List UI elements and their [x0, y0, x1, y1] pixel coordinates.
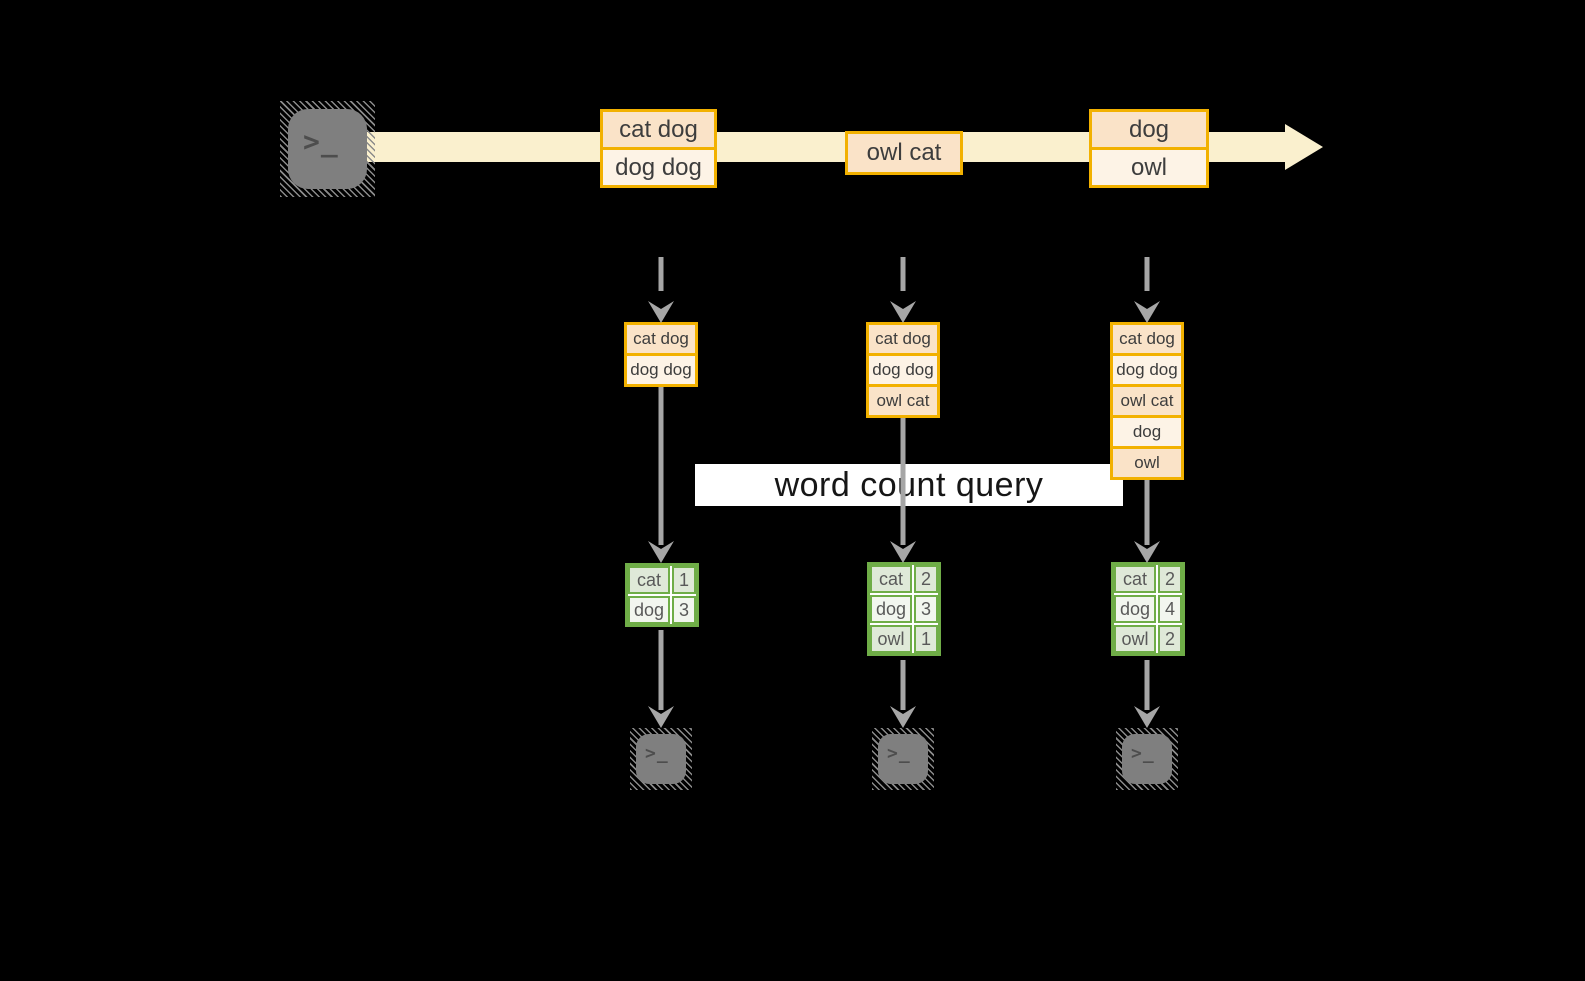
micro-batch-stack-2: cat dog dog dog owl cat: [866, 322, 940, 418]
output-arrow-1: [648, 630, 674, 728]
stream-event-box-3: dog owl: [1089, 109, 1209, 188]
word-cell: cat: [1114, 565, 1156, 593]
stream-arrowhead-icon: [1285, 124, 1323, 170]
micro-batch-stack-1: cat dog dog dog: [624, 322, 698, 387]
query-arrow-3: [1134, 480, 1160, 563]
stream-event-box-2: owl cat: [845, 131, 963, 175]
micro-batch-line: dog dog: [1113, 353, 1181, 384]
terminal-screen: >_: [636, 734, 686, 784]
stream-event-box-1: cat dog dog dog: [600, 109, 717, 188]
query-label-box: word count query: [695, 464, 1123, 506]
word-cell: dog: [870, 595, 912, 623]
word-count-table-1: cat 1 dog 3: [625, 563, 699, 627]
micro-batch-line: owl cat: [1113, 384, 1181, 415]
query-arrow-2: [890, 418, 916, 563]
prompt-glyph: >_: [887, 743, 911, 764]
microbatch-arrow-2: [890, 257, 916, 323]
microbatch-arrow-1: [648, 257, 674, 323]
count-cell: 3: [914, 595, 938, 623]
word-cell: owl: [870, 625, 912, 653]
word-cell: dog: [628, 596, 670, 624]
output-arrow-3: [1134, 660, 1160, 728]
terminal-sink-icon-1: >_: [630, 728, 692, 790]
count-cell: 1: [914, 625, 938, 653]
micro-batch-line: dog dog: [627, 353, 695, 384]
terminal-screen: >_: [1122, 734, 1172, 784]
prompt-glyph: >_: [1131, 743, 1155, 764]
stream-event-line: dog dog: [603, 147, 714, 185]
terminal-sink-icon-2: >_: [872, 728, 934, 790]
terminal-source-icon: >_: [280, 101, 375, 197]
micro-batch-line: cat dog: [1113, 325, 1181, 353]
query-label: word count query: [774, 465, 1044, 504]
word-cell: cat: [628, 566, 670, 594]
query-arrow-1: [648, 387, 674, 563]
micro-batch-line: dog dog: [869, 353, 937, 384]
word-count-table-3: cat 2 dog 4 owl 2: [1111, 562, 1185, 656]
micro-batch-stack-3: cat dog dog dog owl cat dog owl: [1110, 322, 1184, 480]
terminal-sink-icon-3: >_: [1116, 728, 1178, 790]
micro-batch-line: cat dog: [869, 325, 937, 353]
stream-event-line: cat dog: [603, 112, 714, 147]
prompt-glyph: >_: [645, 743, 669, 764]
microbatch-arrow-3: [1134, 257, 1160, 323]
micro-batch-line: owl cat: [869, 384, 937, 415]
word-cell: cat: [870, 565, 912, 593]
word-cell: dog: [1114, 595, 1156, 623]
count-cell: 2: [1158, 565, 1182, 593]
stream-event-line: dog: [1092, 112, 1206, 147]
count-cell: 2: [1158, 625, 1182, 653]
terminal-screen: >_: [288, 109, 367, 189]
output-arrow-2: [890, 660, 916, 728]
count-cell: 2: [914, 565, 938, 593]
word-cell: owl: [1114, 625, 1156, 653]
count-cell: 1: [672, 566, 696, 594]
micro-batch-line: owl: [1113, 446, 1181, 477]
stream-event-line: owl cat: [848, 134, 960, 172]
micro-batch-line: cat dog: [627, 325, 695, 353]
count-cell: 4: [1158, 595, 1182, 623]
terminal-screen: >_: [878, 734, 928, 784]
word-count-table-2: cat 2 dog 3 owl 1: [867, 562, 941, 656]
micro-batch-line: dog: [1113, 415, 1181, 446]
count-cell: 3: [672, 596, 696, 624]
stream-event-line: owl: [1092, 147, 1206, 185]
prompt-glyph: >_: [303, 125, 339, 158]
